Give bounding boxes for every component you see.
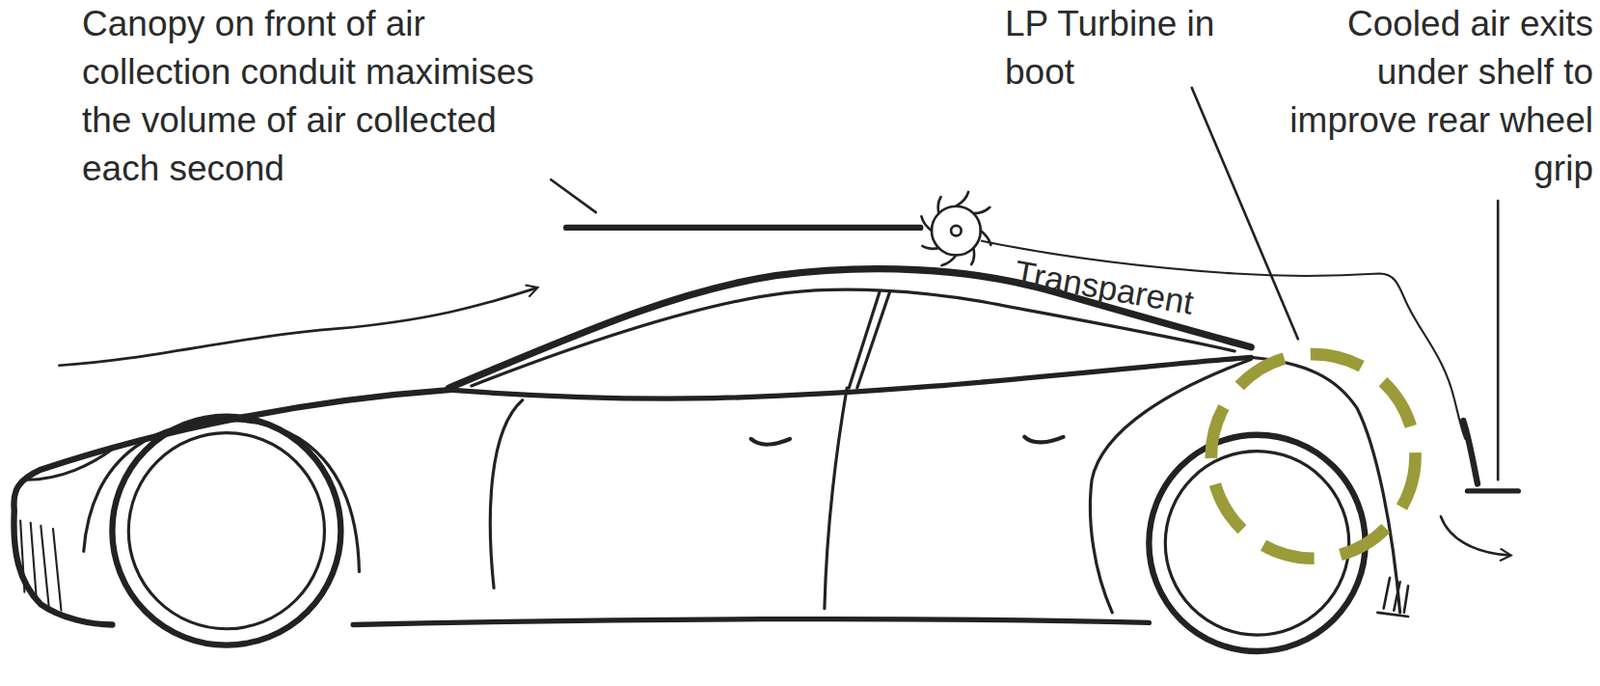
front-arch	[83, 420, 360, 572]
door-handle	[1024, 436, 1063, 443]
exit-arrow	[1440, 515, 1511, 555]
rear-rim	[1165, 451, 1349, 635]
airflow-arrow	[58, 287, 537, 365]
grille	[20, 520, 61, 611]
leader-line	[1192, 87, 1299, 339]
headlight	[27, 449, 113, 481]
door-line	[824, 387, 847, 609]
sill-line	[352, 619, 1149, 625]
window-sill	[449, 356, 1252, 399]
canopy	[566, 224, 921, 231]
conduit-exit	[1463, 420, 1478, 485]
callout-note: Canopy on front of air collection condui…	[81, 0, 545, 193]
leader-line	[550, 179, 597, 213]
callout-note: Cooled air exits under shelf to improve …	[1273, 0, 1594, 193]
leader-line	[1496, 200, 1500, 480]
car-body	[13, 389, 449, 624]
pillar	[848, 292, 890, 388]
turbine-symbol	[921, 191, 991, 266]
rear-tyre	[1148, 434, 1365, 651]
turbine-location	[1211, 353, 1416, 559]
front-tyre	[111, 416, 341, 646]
shelf	[1466, 488, 1519, 493]
front-rim	[128, 433, 325, 629]
callout-note: LP Turbine in boot	[1004, 0, 1266, 97]
door-handle	[751, 438, 790, 445]
exhaust	[1377, 577, 1409, 617]
door-line	[489, 400, 522, 589]
rear-body	[1250, 356, 1400, 613]
